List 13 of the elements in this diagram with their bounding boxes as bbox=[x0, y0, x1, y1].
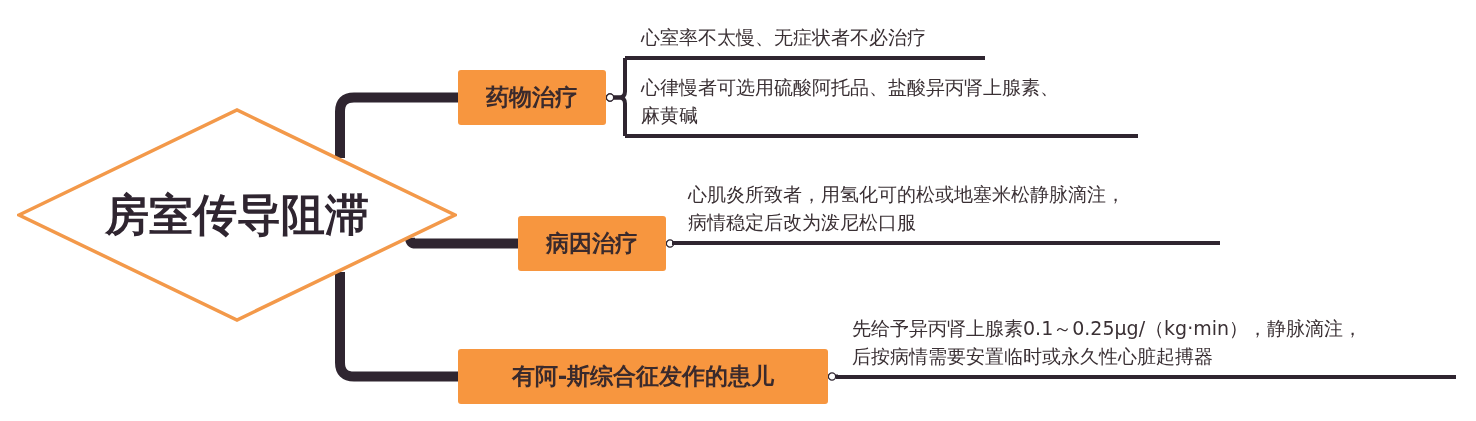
connector-line bbox=[665, 239, 675, 248]
topic-box: 有阿-斯综合征发作的患儿 bbox=[458, 349, 828, 404]
subtopic-text: 心肌炎所致者，用氢化可的松或地塞米松静脉滴注，病情稳定后改为泼尼松口服 bbox=[688, 182, 1126, 235]
central-topic-text: 房室传导阻滞 bbox=[105, 187, 369, 242]
connector-line bbox=[827, 372, 838, 381]
topic-box: 药物治疗 bbox=[458, 70, 606, 125]
subtopic-text: 心室率不太慢、无症状者不必治疗 bbox=[641, 25, 927, 50]
subtopic-text: 先给予异丙肾上腺素0.1～0.25μg/（kg·min），静脉滴注，后按病情需要安置临时或永久性心脏起搏器 bbox=[852, 316, 1363, 369]
subtopic-text: 心律慢者可选用硫酸阿托品、盐酸异丙肾上腺素、麻黄碱 bbox=[641, 75, 1060, 128]
connector-line bbox=[335, 92, 458, 159]
connector-line bbox=[605, 93, 627, 136]
topic-box: 病因治疗 bbox=[518, 216, 666, 271]
connector-line bbox=[335, 271, 458, 382]
